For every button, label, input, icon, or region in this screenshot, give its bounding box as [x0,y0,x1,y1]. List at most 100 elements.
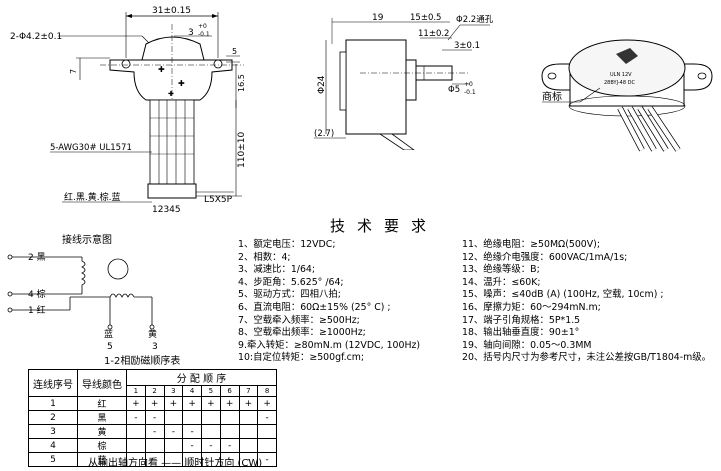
dim-width: 31±0.15 [152,6,191,16]
sequence-cell [257,424,277,439]
sequence-cell: - [219,438,240,453]
connector-label: L5X5P [204,195,233,205]
sequence-cell: - [144,410,165,425]
sequence-cell: - [182,438,202,453]
wire-colors: 红.黑.黄.棕.蓝 [64,191,120,203]
spec-list-right: 11、绝缘电阻：≥50MΩ(500V);12、绝缘介电强度：600VAC/1mA… [462,239,711,365]
sequence-cell [126,438,146,453]
col-header-wire-no: 连线序号 [28,369,78,397]
sequence-cell [163,410,184,425]
spec-item: 14、温升：≤60K; [462,276,541,288]
sequence-cell [238,438,259,453]
dim-7: 7 [69,69,78,74]
spec-item: 7、空载牵入频率：≥500Hz; [238,314,360,326]
pin-numbers: 12345 [152,205,181,215]
sequence-cell: - [257,452,277,467]
front-view-drawing: 31±0.15 2-Φ4.2±0.1 3 +0 -0.1 ✚ ✚ ✚ 5 16.… [10,6,247,215]
svg-text:✚: ✚ [158,65,165,74]
spec-item: 5、驱动方式：四相八拍; [238,289,341,301]
dim-dia: Φ24 [317,75,327,94]
dim-19: 19 [372,13,384,23]
spec-item: 10:自定位转矩：≥500gf.cm; [238,352,365,364]
spec-item: 15、噪声：≤40dB (A) (100Hz, 空载, 10cm) ; [462,289,664,301]
dim-lead-length: 110±10 [237,132,247,168]
spec-item: 12、绝缘介电强度：600VAC/1mA/1s; [462,251,628,263]
wire-no-cell: 4 [28,438,78,453]
step-header: 1 [126,385,146,397]
sequence-cell [126,424,146,439]
wiring-diagram: 2 黑 4 棕 1 红 蓝 5 黄 3 [7,252,158,352]
wiring-label-yellow: 黄 [148,328,157,340]
wire-spec: 5-AWG30# UL1571 [50,143,132,153]
sequence-cell: - [144,424,165,439]
spec-item: 19、轴向间隙：0.05～0.3MM [462,339,592,351]
sequence-cell: + [182,396,202,411]
side-view-drawing: 19 15±0.5 11±0.2 Φ2.2通孔 3±0.1 (2.7) Φ5 +… [314,13,494,150]
spec-item: 20、括号内尺寸为参考尺寸，未注公差按GB/T1804-m级。 [462,352,712,364]
dim-5: 5 [232,47,237,56]
dim-shaft: Φ5 [448,85,460,95]
spec-item: 2、相数：4; [238,251,291,263]
sequence-table-title: 1-2相励磁顺序表 [104,356,181,367]
sequence-cell: + [126,396,146,411]
iso-view-drawing: ULN 12V 28BYJ-48 DC 商标 [541,39,713,152]
wiring-label-3: 3 [152,342,158,352]
wire-color-cell: 红 [77,396,127,411]
spec-title: 技术要求 [330,217,439,235]
dim-15: 15±0.5 [410,13,441,23]
spec-item: 9.牵入转矩：≥80mN.m (12VDC, 100Hz) [238,339,421,351]
dim-3: 3±0.1 [454,41,480,51]
sequence-cell: - [163,424,184,439]
svg-text:✚: ✚ [178,79,185,88]
dim-16-5: 16.5 [237,74,246,92]
iso-label-trademark: 商标 [542,90,562,103]
spec-item: 16、摩擦力矩：60～294mN.m; [462,301,601,313]
dim-2-7: (2.7) [314,129,334,139]
wire-color-cell: 蓝 [77,452,127,467]
spec-item: 18、输出轴垂直度：90±1° [462,327,580,339]
spec-item: 1、额定电压：12VDC; [238,239,336,250]
sequence-cell: - [182,424,202,439]
sequence-cell: + [257,396,277,411]
wire-no-cell: 2 [28,410,78,425]
sequence-cell: + [238,396,259,411]
svg-text:ULN 12V: ULN 12V [610,72,632,78]
step-header: 3 [163,385,184,397]
col-header-sequence: 分 配 顺 序 [126,369,277,386]
spec-item: 3、减速比：1/64; [238,264,316,276]
spec-list-left: 1、额定电压：12VDC;2、相数：4;3、减速比：1/64;4、步距角：5.6… [238,239,420,365]
sequence-cell [219,424,240,439]
svg-text:28BYJ-48 DC: 28BYJ-48 DC [604,80,635,86]
dim-boss-tol-upper: +0 [198,23,207,30]
wiring-label-2: 2 黑 [28,252,46,263]
wire-color-cell: 黄 [77,424,127,439]
spec-item: 4、步距角：5.625° /64; [238,276,344,288]
rotation-note: 从输出轴方向看 —— 顺时针方向 (CW) [88,458,263,469]
col-header-wire-color: 导线颜色 [77,369,127,397]
step-header: 8 [257,385,277,397]
step-header: 7 [238,385,259,397]
sequence-cell [238,410,259,425]
sequence-cell [144,438,165,453]
dim-holes: 2-Φ4.2±0.1 [10,32,62,42]
sequence-cell [182,410,202,425]
wire-no-cell: 1 [28,396,78,411]
dim-boss: 3 [188,28,194,38]
wire-color-cell: 棕 [77,438,127,453]
dim-shaft-tol-upper: +0 [464,81,473,88]
sequence-cell [201,410,221,425]
spec-item: 13、绝缘等级：B; [462,264,540,276]
wire-color-cell: 黑 [77,410,127,425]
step-header: 4 [182,385,202,397]
wiring-title: 接线示意图 [62,235,112,246]
sequence-cell: - [257,410,277,425]
sequence-cell: - [201,438,221,453]
step-header: 6 [219,385,240,397]
sequence-cell: - [126,410,146,425]
sequence-cell [201,424,221,439]
